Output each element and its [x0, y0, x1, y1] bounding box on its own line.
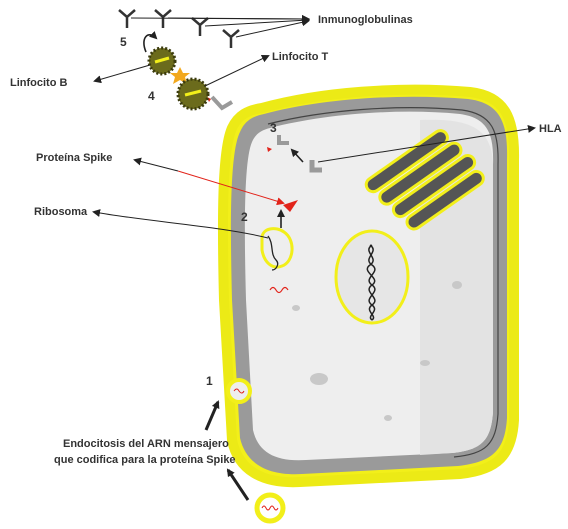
vesicle	[310, 373, 328, 385]
label-ribosoma: Ribosoma	[34, 206, 88, 218]
arrow-icon	[135, 160, 178, 171]
label-endocitosis-line1: Endocitosis del ARN mensajero	[63, 438, 229, 450]
vesicle	[292, 305, 300, 311]
y-antibody-icon	[119, 10, 239, 48]
label-linfocito-t: Linfocito T	[272, 51, 328, 63]
step-number: 1	[206, 374, 213, 388]
label-linfocito-b: Linfocito B	[10, 77, 67, 89]
label-inmunoglobulinas: Inmunoglobulinas	[318, 14, 413, 26]
label-hla: HLA	[539, 123, 562, 135]
vesicle	[452, 281, 462, 289]
vesicle	[384, 415, 392, 421]
cell	[207, 90, 514, 482]
step-number: 2	[241, 210, 248, 224]
arrow-icon	[168, 18, 308, 19]
endocytosis-vesicle	[228, 380, 250, 402]
mrna-nanoparticle	[257, 495, 283, 521]
arrow-icon	[95, 65, 150, 81]
step-number: 3	[270, 121, 277, 135]
arrow-icon	[205, 20, 308, 26]
vesicle	[420, 360, 430, 366]
label-proteina-spike: Proteína Spike	[36, 152, 112, 164]
nucleus	[336, 231, 408, 323]
arrow-icon	[206, 402, 218, 430]
step-number: 5	[120, 35, 127, 49]
arrow-icon	[205, 56, 268, 86]
step-number: 4	[148, 89, 155, 103]
hla-membrane-icon	[212, 97, 232, 108]
linfocito-b	[149, 48, 175, 74]
arrow-icon	[228, 470, 248, 500]
linfocito-t	[178, 79, 208, 109]
label-endocitosis-line2: que codifica para la proteína Spike	[54, 454, 236, 466]
